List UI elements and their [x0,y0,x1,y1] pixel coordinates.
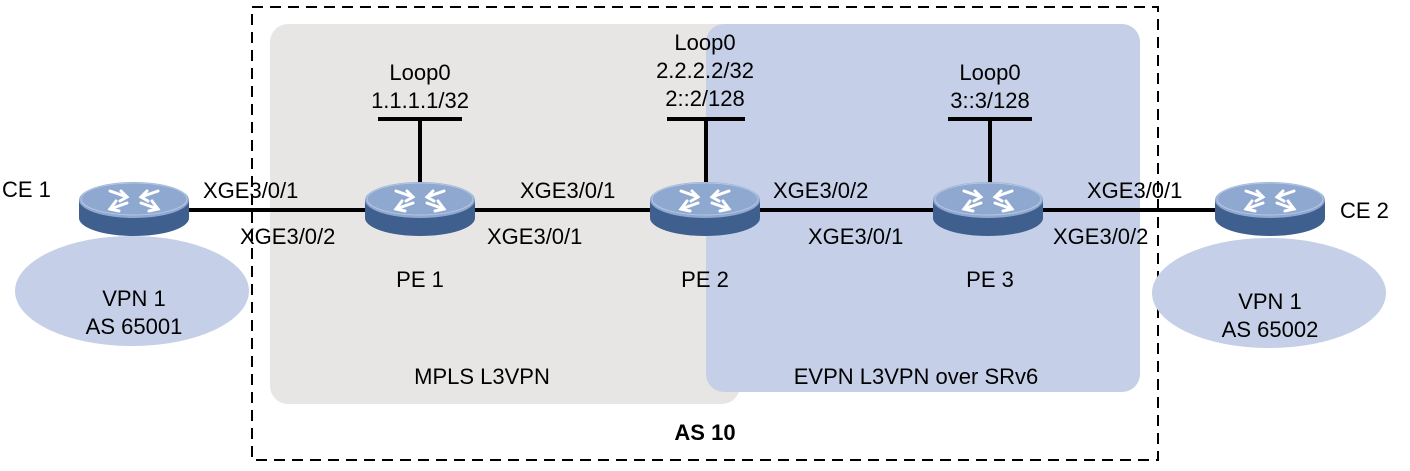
pe2-loopback-name: Loop0 [674,30,735,55]
pe3-loopback-name: Loop0 [959,60,1020,85]
pe2-loopback-ipv6: 2::2/128 [665,86,745,111]
iface-pe3-ce2: XGE3/0/2 [1053,224,1148,249]
iface-pe2-pe1: XGE3/0/1 [520,178,615,203]
pe2-router-icon[interactable] [648,180,762,238]
ce1-router-icon[interactable] [77,180,191,238]
ce2-label: CE 2 [1340,198,1389,223]
as-label: AS 10 [674,420,735,445]
pe3-loopback-address: 3::3/128 [950,88,1030,113]
pe3-router-icon[interactable] [931,180,1045,238]
mpls-region-label: MPLS L3VPN [414,364,550,389]
site-right-ellipse [1152,238,1386,348]
pe1-loopback-address: 1.1.1.1/32 [371,88,469,113]
site-right-as: AS 65002 [1222,317,1319,342]
pe2-label: PE 2 [681,267,729,292]
iface-pe1-ce1: XGE3/0/2 [240,224,335,249]
site-left-as: AS 65001 [86,314,183,339]
ce1-label: CE 1 [2,177,51,202]
iface-ce1-pe1: XGE3/0/1 [203,178,298,203]
pe2-loopback-ipv4: 2.2.2.2/32 [656,58,754,83]
site-right-vpn: VPN 1 [1238,289,1302,314]
site-left-ellipse [15,236,249,346]
pe1-router-icon[interactable] [363,180,477,238]
ce2-router-icon[interactable] [1213,180,1327,238]
site-left-vpn: VPN 1 [102,286,166,311]
iface-ce2-pe3: XGE3/0/1 [1087,178,1182,203]
pe1-label: PE 1 [396,267,444,292]
pe3-label: PE 3 [966,267,1014,292]
as-boundary [251,6,1159,461]
iface-pe3-pe2: XGE3/0/1 [808,224,903,249]
pe1-loopback-name: Loop0 [389,60,450,85]
evpn-region-label: EVPN L3VPN over SRv6 [794,364,1039,389]
iface-pe2-pe3: XGE3/0/2 [773,178,868,203]
iface-pe1-pe2: XGE3/0/1 [487,224,582,249]
